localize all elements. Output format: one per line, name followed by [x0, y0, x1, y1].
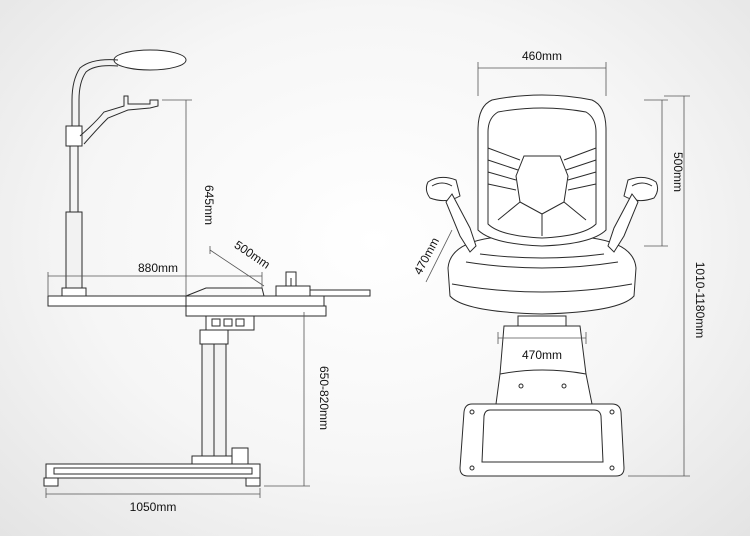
tabletop-under-rail	[185, 305, 327, 317]
right-dimension-lines	[425, 62, 690, 477]
foot-left	[43, 477, 59, 487]
instrument-arm	[79, 95, 159, 145]
base-width-label: 1050mm	[130, 500, 177, 514]
seat-depth-label: 470mm	[411, 235, 442, 277]
backrest-height-label: 500mm	[671, 152, 685, 192]
pole-lower-sleeve	[65, 211, 83, 293]
chair-seat	[447, 237, 637, 315]
combined-table-unit-drawing	[43, 49, 371, 487]
foot-right	[245, 477, 261, 487]
base-frame	[45, 463, 261, 479]
chair-base-plate	[459, 403, 625, 477]
lamp-height-label: 645mm	[202, 185, 216, 225]
pole-clamp	[65, 125, 83, 147]
desk-top-edge	[185, 287, 265, 297]
lamp-pole	[69, 146, 79, 212]
lamp-head	[113, 49, 187, 71]
desk-depth-label: 500mm	[232, 238, 273, 272]
total-height-label: 1010-1180mm	[693, 262, 707, 339]
lamp-arm	[71, 59, 119, 128]
column-height-label: 650-820mm	[317, 366, 331, 430]
armrest-left	[425, 176, 461, 202]
seat-width-label: 470mm	[522, 348, 562, 362]
desk-width-label: 880mm	[138, 261, 178, 275]
armrest-right	[623, 176, 659, 202]
control-box	[205, 315, 255, 331]
chair-backrest	[477, 94, 607, 247]
patient-chair-drawing	[425, 94, 659, 477]
left-dimension-lines	[45, 99, 310, 498]
backrest-center-panel	[515, 155, 569, 215]
backrest-width-label: 460mm	[522, 49, 562, 63]
